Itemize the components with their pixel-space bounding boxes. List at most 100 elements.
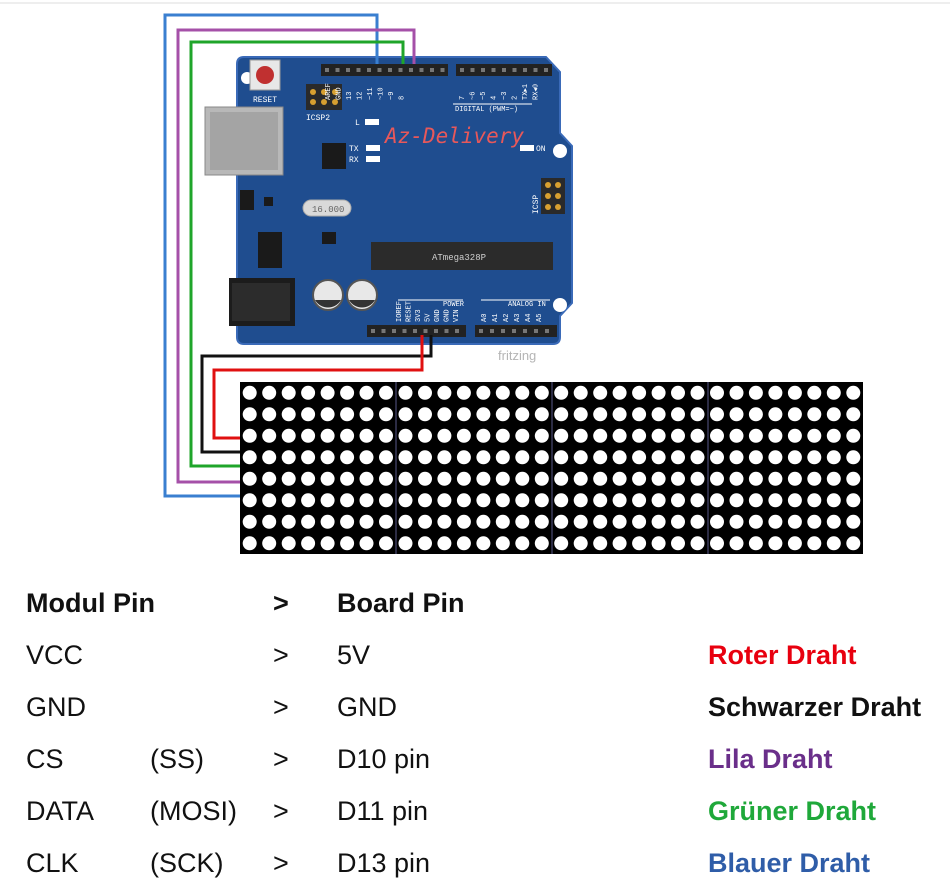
matrix-led [301,493,316,508]
matrix-led [476,514,491,529]
matrix-led [320,407,335,422]
matrix-led [340,450,355,465]
pin-hole [413,329,417,333]
matrix-led [301,385,316,400]
table-row: GND > GND Schwarzer Draht [0,681,950,733]
matrix-led [612,407,627,422]
matrix-led [826,471,841,486]
matrix-led [768,428,783,443]
matrix-led [671,514,685,529]
pin-label: ~10 [378,87,386,100]
matrix-led [768,514,783,529]
matrix-led [437,536,452,551]
matrix-led [534,407,549,422]
matrix-led [262,428,277,443]
pin-label: TX▸1 [522,84,530,100]
matrix-led [495,450,510,465]
matrix-led [632,428,647,443]
module-pin: CS [26,744,64,774]
mounting-hole [553,298,567,312]
matrix-led [476,493,491,508]
matrix-led [690,536,705,551]
voltage-regulator [258,232,282,268]
matrix-led [729,493,744,508]
matrix-led [437,471,452,486]
pin-hole [455,329,459,333]
matrix-led [456,471,471,486]
matrix-led [651,536,666,551]
matrix-led [593,385,608,400]
matrix-led [826,514,841,529]
matrix-led [632,493,647,508]
matrix-led [826,407,841,422]
matrix-led [826,450,841,465]
power-label: POWER [443,301,465,309]
pin-hole [388,68,392,72]
matrix-led [281,536,296,551]
matrix-led [729,428,744,443]
matrix-led [593,450,608,465]
green-wire-data [189,40,405,468]
matrix-led [418,450,432,465]
matrix-led [476,471,491,486]
pin-hole [479,329,483,333]
pin-hole [470,68,475,72]
matrix-led [846,536,861,551]
matrix-led [320,493,335,508]
smd-component [264,197,273,206]
matrix-led [242,471,257,486]
pin-label: 7 [459,96,467,100]
matrix-led [768,471,783,486]
matrix-led [379,471,393,486]
matrix-led [846,450,861,465]
matrix-led [515,536,530,551]
matrix-led [398,471,413,486]
matrix-led [340,514,355,529]
matrix-led [846,407,861,422]
matrix-led [593,514,608,529]
matrix-led [515,450,530,465]
matrix-led [807,385,822,400]
pin-label: 2 [512,96,520,100]
matrix-led [398,407,413,422]
matrix-led [632,471,647,486]
pin-hole [491,68,496,72]
matrix-led [495,493,510,508]
matrix-led [301,407,316,422]
matrix-led [826,428,841,443]
crystal-label: 16.000 [312,205,344,215]
wire-label: Schwarzer Draht [708,692,922,722]
pin-hole [481,68,485,72]
pin-alias: (SCK) [150,848,224,878]
pin-label: A1 [492,314,500,322]
matrix-led [826,536,841,551]
matrix-led [495,385,510,400]
pin-hole [544,68,548,72]
matrix-led [398,493,413,508]
pin-hole [335,68,340,72]
chip-label: ATmega328P [432,253,486,263]
matrix-led [398,450,413,465]
matrix-led [515,407,530,422]
matrix-led [437,493,452,508]
matrix-led [359,536,374,551]
matrix-led [437,385,452,400]
matrix-led [340,428,355,443]
pin-label: RESET [406,301,414,322]
header-board-pin: Board Pin [337,588,465,618]
pin-label: 13 [346,92,354,100]
pin-hole [381,329,386,333]
matrix-led [359,450,374,465]
pin-label: AREF [325,83,333,100]
matrix-led [281,428,296,443]
matrix-led [690,385,705,400]
matrix-led [710,471,724,486]
pin-hole [419,68,424,72]
matrix-led [748,536,763,551]
arduino-board: RESET ICSP2 16.000 L TX RX ON Az-Deliver… [204,56,573,345]
pin-hole [325,68,329,72]
matrix-led [807,493,822,508]
pin-hole [346,68,350,72]
wire-label: Lila Draht [708,744,833,774]
